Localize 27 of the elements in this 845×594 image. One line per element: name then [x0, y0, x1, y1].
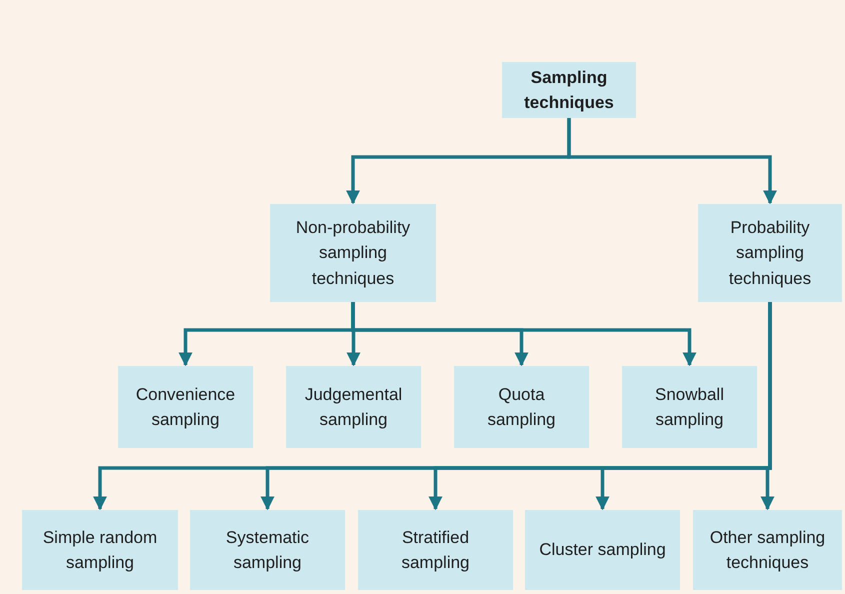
category-box: [693, 510, 842, 590]
arrow: [351, 302, 696, 366]
arrow: [567, 118, 777, 204]
box-label: Non-probability sampling techniques: [294, 216, 412, 290]
box-label: Systematic sampling: [224, 526, 310, 574]
box-label: Convenience sampling: [134, 384, 236, 431]
category-box: [622, 366, 757, 448]
category-box: [22, 510, 178, 590]
category-box: [698, 204, 842, 302]
box-label: Sampling techniques: [523, 66, 615, 114]
box-label: Quota sampling: [486, 384, 557, 431]
box-label: Simple random sampling: [42, 526, 158, 574]
box-label: Snowball sampling: [654, 384, 725, 431]
box-label: Other sampling techniques: [708, 526, 826, 574]
category-box: [286, 366, 421, 448]
category-box: [190, 510, 345, 590]
box-label: Judgemental sampling: [304, 384, 404, 431]
category-box: [454, 366, 589, 448]
category-box: [270, 204, 436, 302]
category-box: [358, 510, 513, 590]
box-label: Probability sampling techniques: [728, 216, 812, 290]
arrow: [760, 302, 774, 510]
category-box: [525, 510, 680, 590]
box-label: Stratified sampling: [400, 526, 471, 574]
box-label: Cluster sampling: [539, 539, 666, 562]
category-box: [502, 62, 636, 118]
category-box: [118, 366, 253, 448]
